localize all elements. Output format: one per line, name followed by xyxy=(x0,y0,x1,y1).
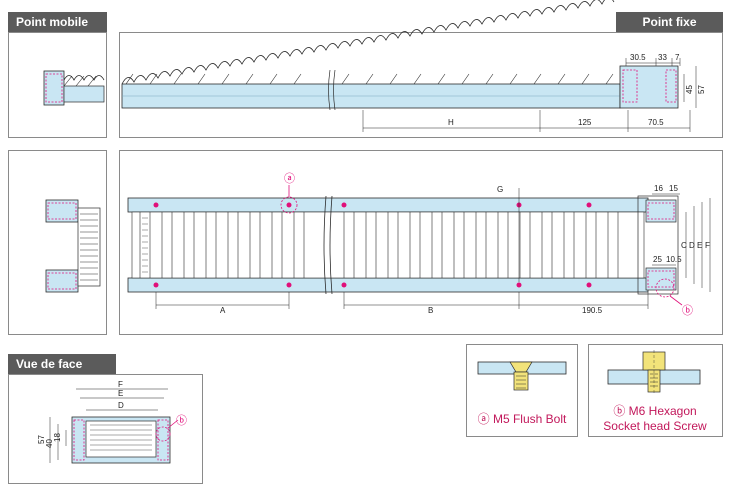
top-bolts xyxy=(153,202,592,288)
top-chain xyxy=(127,195,679,295)
flush-bolt-caption: ⓐ M5 Flush Bolt xyxy=(478,412,567,426)
front-dimensions xyxy=(49,388,168,463)
hex-screw-caption-line2: Socket head Screw xyxy=(603,419,707,433)
dim-H: H xyxy=(448,118,454,127)
dim-B: B xyxy=(428,306,433,315)
front-dim-F: F xyxy=(118,380,123,389)
dim-16: 16 xyxy=(654,184,663,193)
hex-screw-caption-line1: ⓑ M6 Hexagon xyxy=(613,404,696,418)
dim-125: 125 xyxy=(578,118,592,127)
front-dim-18: 18 xyxy=(53,433,62,442)
dim-25: 25 xyxy=(653,255,662,264)
dim-57: 57 xyxy=(697,85,706,94)
dim-E: E xyxy=(697,241,702,250)
front-dim-57: 57 xyxy=(37,435,46,444)
dim-33: 33 xyxy=(658,53,667,62)
side-dimensions xyxy=(362,58,697,132)
dim-15: 15 xyxy=(669,184,678,193)
dim-F: F xyxy=(705,241,710,250)
dim-C: C xyxy=(681,241,687,250)
tab-vue-de-face: Vue de face xyxy=(8,354,116,374)
side-chain xyxy=(121,0,679,111)
bolt-b-highlight xyxy=(655,278,675,298)
dim-G: G xyxy=(497,185,503,194)
dim-10-5: 10.5 xyxy=(666,255,682,264)
top-mobile-end xyxy=(45,199,101,293)
tab-point-mobile: Point mobile xyxy=(8,12,107,32)
dim-D: D xyxy=(689,241,695,250)
front-dim-40: 40 xyxy=(45,439,54,448)
front-dim-D: D xyxy=(118,401,124,410)
tab-point-fixe: Point fixe xyxy=(616,12,723,32)
top-dimensions xyxy=(155,188,711,309)
flush-bolt-drawing xyxy=(477,361,567,391)
front-marker-b: ⓑ xyxy=(176,414,187,427)
dim-70-5: 70.5 xyxy=(648,118,664,127)
dim-190-5: 190.5 xyxy=(582,306,603,315)
dim-45: 45 xyxy=(685,85,694,94)
marker-b: ⓑ xyxy=(682,304,693,317)
dim-A: A xyxy=(220,306,226,315)
flush-bolt-detail-panel xyxy=(466,344,578,437)
bolt-a-highlight xyxy=(280,196,298,214)
front-dim-E: E xyxy=(118,389,123,398)
hex-screw-drawing xyxy=(607,350,701,394)
dim-7: 7 xyxy=(675,53,680,62)
side-mobile-bracket xyxy=(43,70,105,106)
marker-a: ⓐ xyxy=(284,172,295,185)
front-view-drawing xyxy=(71,416,179,464)
dim-30-5: 30.5 xyxy=(630,53,646,62)
